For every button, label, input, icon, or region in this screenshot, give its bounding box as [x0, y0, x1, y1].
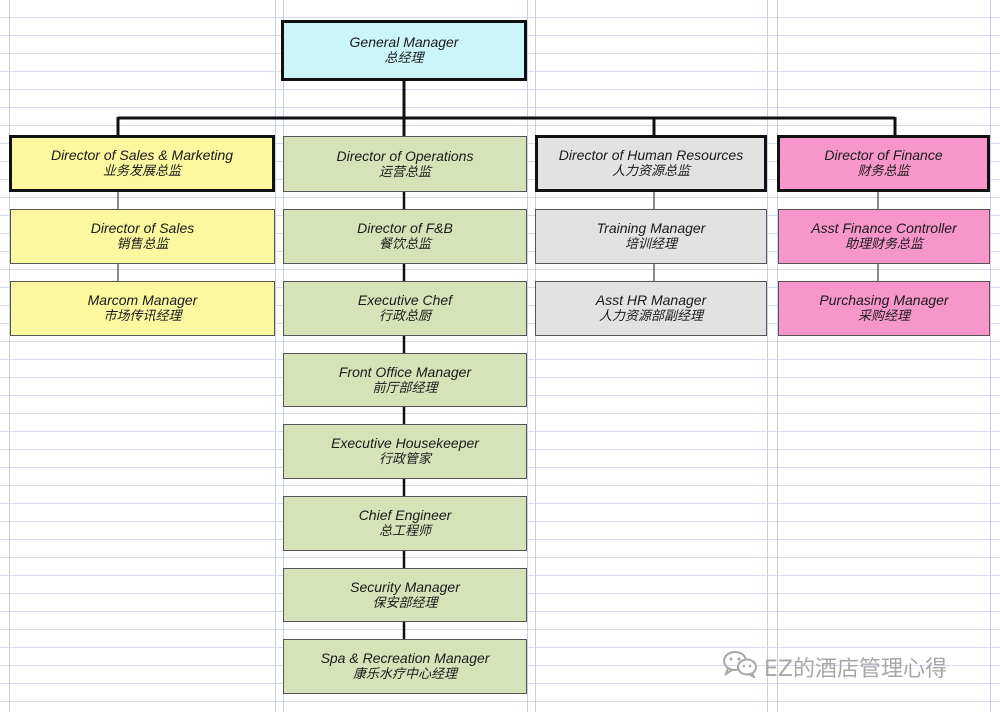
node-title-zh: 行政总厨	[378, 309, 431, 325]
node-title-zh: 总经理	[384, 51, 424, 67]
node-title-zh: 业务发展总监	[102, 164, 181, 180]
node-director-of-fb: Director of F&B 餐饮总监	[283, 209, 527, 264]
node-title-zh: 康乐水疗中心经理	[352, 667, 457, 683]
node-title: Director of Operations	[336, 147, 474, 164]
node-executive-chef: Executive Chef 行政总厨	[283, 281, 527, 336]
node-title: Director of F&B	[357, 220, 453, 237]
node-title-zh: 培训经理	[624, 237, 677, 253]
node-title-zh: 总工程师	[378, 524, 431, 540]
node-title: Marcom Manager	[87, 292, 198, 309]
node-spa-recreation-manager: Spa & Recreation Manager 康乐水疗中心经理	[283, 639, 527, 694]
node-title: Executive Chef	[357, 292, 453, 309]
node-purchasing-manager: Purchasing Manager 采购经理	[778, 281, 990, 336]
node-training-manager: Training Manager 培训经理	[535, 209, 767, 264]
node-director-human-resources: Director of Human Resources 人力资源总监	[535, 135, 767, 192]
node-title-zh: 销售总监	[116, 237, 169, 253]
node-title: Director of Sales & Marketing	[50, 147, 234, 164]
node-title: Executive Housekeeper	[331, 435, 479, 452]
node-title-zh: 运营总监	[378, 164, 431, 180]
node-title: Director of Sales	[90, 220, 195, 237]
node-marcom-manager: Marcom Manager 市场传讯经理	[10, 281, 275, 336]
watermark-text: EZ的酒店管理心得	[764, 657, 947, 682]
node-title: Chief Engineer	[358, 507, 452, 524]
node-general-manager: General Manager 总经理	[281, 20, 527, 81]
node-title: Spa & Recreation Manager	[320, 650, 490, 667]
node-title-zh: 采购经理	[857, 309, 910, 325]
node-title: Training Manager	[596, 220, 706, 237]
node-director-of-finance: Director of Finance 财务总监	[777, 135, 990, 192]
node-asst-hr-manager: Asst HR Manager 人力资源部副经理	[535, 281, 767, 336]
node-title: General Manager	[349, 34, 459, 51]
node-front-office-manager: Front Office Manager 前厅部经理	[283, 353, 527, 407]
node-title: Security Manager	[350, 578, 460, 595]
node-director-sales-marketing: Director of Sales & Marketing 业务发展总监	[9, 135, 275, 192]
node-security-manager: Security Manager 保安部经理	[283, 568, 527, 622]
node-title: Asst Finance Controller	[811, 220, 957, 237]
node-title-zh: 前厅部经理	[372, 380, 438, 396]
node-chief-engineer: Chief Engineer 总工程师	[283, 496, 527, 551]
node-title-zh: 行政管家	[378, 452, 431, 468]
node-title-zh: 助理财务总监	[844, 237, 923, 253]
node-title: Purchasing Manager	[819, 292, 949, 309]
node-title: Asst HR Manager	[595, 292, 707, 309]
node-title: Front Office Manager	[338, 363, 472, 380]
node-executive-housekeeper: Executive Housekeeper 行政管家	[283, 424, 527, 479]
node-title-zh: 财务总监	[857, 164, 910, 180]
watermark: EZ的酒店管理心得	[722, 650, 947, 684]
node-title: Director of Human Resources	[558, 147, 744, 164]
wechat-icon	[722, 650, 758, 684]
node-title-zh: 人力资源总监	[611, 164, 690, 180]
node-director-of-sales: Director of Sales 销售总监	[10, 209, 275, 264]
node-title-zh: 市场传讯经理	[103, 309, 182, 325]
node-title-zh: 人力资源部副经理	[598, 309, 703, 325]
node-asst-finance-controller: Asst Finance Controller 助理财务总监	[778, 209, 990, 264]
node-title-zh: 保安部经理	[372, 595, 438, 611]
node-director-of-operations: Director of Operations 运营总监	[283, 136, 527, 192]
node-title-zh: 餐饮总监	[378, 237, 431, 253]
node-title: Director of Finance	[824, 147, 943, 164]
